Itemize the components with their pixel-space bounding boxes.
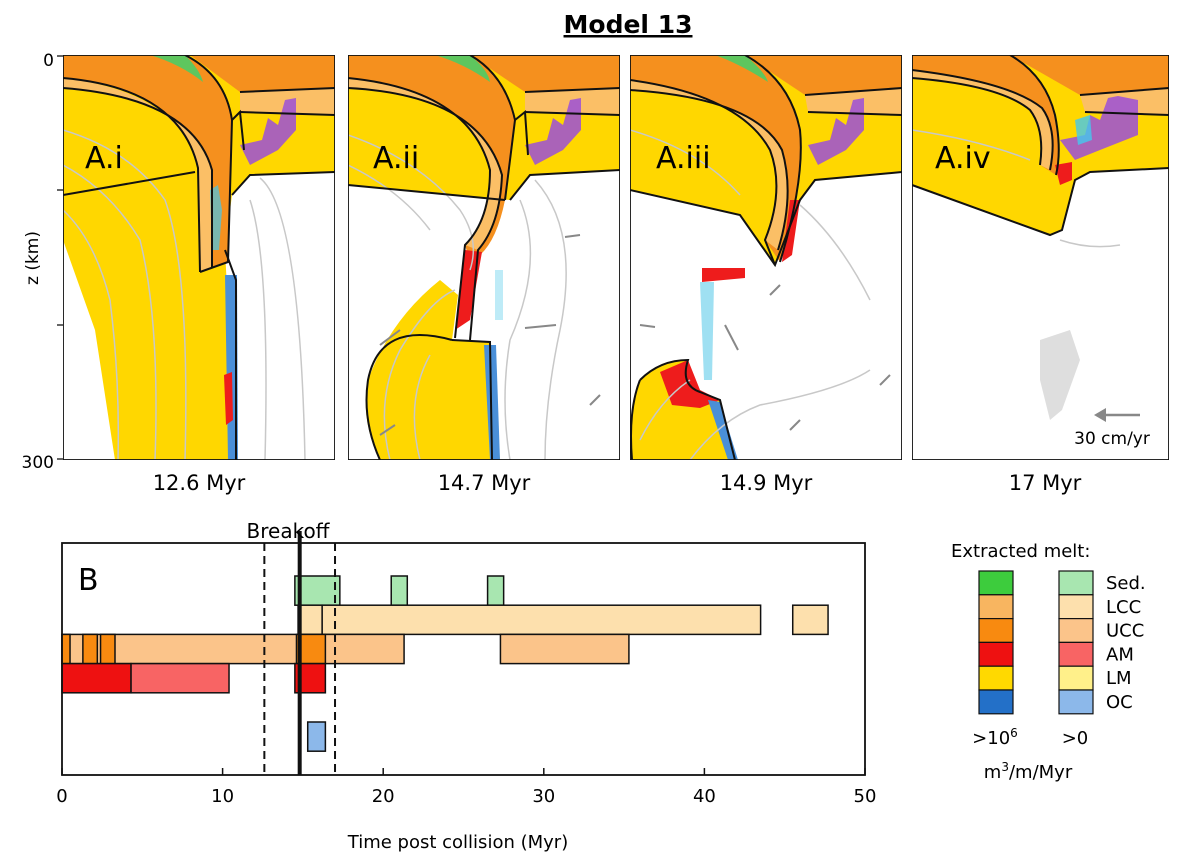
legend-swatch-low [1058,570,1094,596]
overriding-crust [745,55,902,95]
legend-row-label: AM [1106,644,1134,665]
residual-melt [1040,330,1080,420]
panel-a-ii [348,55,620,460]
melt-timeline-chart: 0 10 20 30 40 50 B Breakoff Time post collisi… [56,519,876,853]
overriding-crust [190,55,335,92]
overriding-crust [1010,55,1169,95]
melt-bar-lcc [791,604,829,636]
time-axis: 0 10 20 30 40 50 [56,768,876,807]
legend-high-label: >106 [972,726,1018,749]
velocity-scale-label: 30 cm/yr [1074,429,1150,449]
x-tick-label: 20 [372,786,395,807]
legend-title: Extracted melt: [951,541,1090,562]
legend-row-label: UCC [1106,621,1144,642]
melt-bar-ucc [99,633,116,665]
legend-swatch-high [978,665,1014,691]
crust-orange [63,55,232,272]
melt-bar-am [130,662,230,694]
depth-axis: 0 300 z (km) [22,51,63,473]
breakoff-label: Breakoff [247,519,331,543]
panel-a-iv [912,55,1169,460]
crust-orange [630,55,801,262]
melt-bar-oc [306,721,327,752]
legend-swatch-low [1058,594,1094,620]
legend-row-label: LM [1106,668,1132,689]
figure-title: Model 13 [564,10,693,39]
legend-swatch-low [1058,689,1094,715]
melt-purple [808,98,864,165]
melt-red [1055,162,1072,185]
x-tick-label: 10 [211,786,234,807]
melt-bar-ucc [61,633,71,665]
sediment-wedge [715,55,768,82]
panel-a-i [63,55,335,460]
detached-slab [365,280,500,460]
legend-swatch-high [978,641,1014,667]
panel-b-label: B [78,563,99,598]
melt-red [224,372,233,425]
depth-tick-bottom: 300 [22,453,54,473]
legend-swatch-high [978,617,1014,643]
panel-a-i-label: A.i [85,141,123,176]
panel-a-i-time: 12.6 Myr [153,471,246,495]
melt-cyan [700,282,714,380]
melt-bar-lcc [297,604,323,636]
legend-swatch-high [978,594,1014,620]
legend-low-label: >0 [1062,728,1089,749]
legend-swatch-low [1058,617,1094,643]
panel-a-ii-label: A.ii [373,141,419,176]
legend-swatch-high [978,570,1014,596]
x-tick-label: 50 [854,786,877,807]
panel-a-iv-label: A.iv [935,141,991,176]
melt-bar-sed [486,575,505,606]
depth-axis-label: z (km) [23,231,43,285]
legend-row-label: LCC [1106,597,1141,618]
crust-orange [912,55,1059,175]
detached-slab [631,360,735,460]
melt-bar-lcc [321,604,762,636]
panel-a-iv-time: 17 Myr [1009,471,1082,495]
legend-swatch-low [1058,641,1094,667]
melt-bar-sed [390,575,409,606]
legend-high-column [978,570,1014,715]
melt-purple [525,98,581,165]
x-tick-label: 40 [693,786,716,807]
x-tick-label: 0 [56,786,67,807]
melt-bar-am [61,662,132,694]
time-axis-label: Time post collision (Myr) [347,832,568,853]
melt-red-2 [702,268,745,282]
legend-swatch-low [1058,665,1094,691]
melt-bar-sed [294,575,341,606]
melt-bar-ucc [499,633,630,665]
panel-a-iii-time: 14.9 Myr [720,471,813,495]
melt-purple [240,98,296,165]
melt-cyan [1075,115,1092,145]
breakoff-lines [263,531,337,775]
legend-row-label: Sed. [1106,573,1146,594]
legend-units: m3/m/Myr [984,760,1073,783]
sediment-wedge [435,55,490,82]
crust-orange [348,55,515,262]
melt-cyan [495,270,503,320]
overriding-crust [470,55,620,92]
legend-row-label: OC [1106,692,1133,713]
panel-a-ii-time: 14.7 Myr [438,471,531,495]
x-tick-label: 30 [532,786,555,807]
depth-tick-top: 0 [43,51,54,71]
downgoing-slab [63,55,236,460]
panel-a-iii [630,55,902,460]
panel-a-iii-label: A.iii [656,141,711,176]
melt-bar-ucc [82,633,99,665]
melt-bars [61,575,829,752]
legend-swatch-high [978,689,1014,715]
sediment-wedge [150,55,203,82]
melt-red [782,200,800,262]
chart-frame [61,542,866,776]
velocity-scale-arrow [1094,408,1140,422]
legend-low-column [1058,570,1094,715]
